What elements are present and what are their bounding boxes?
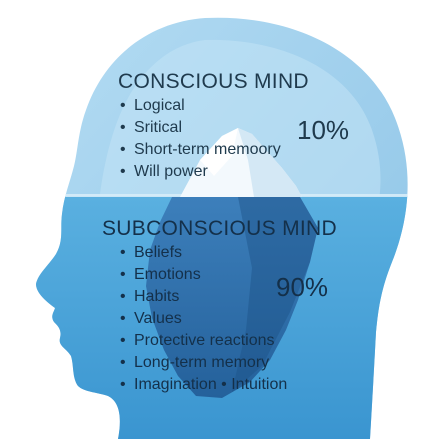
list-item: •Long-term memory [120,354,270,371]
list-item: •Beliefs [120,244,183,261]
conscious-percent: 10% [297,115,350,145]
subconscious-mind-title: SUBCONSCIOUS MIND [102,217,337,240]
conscious-mind-title: CONSCIOUS MIND [118,70,309,93]
subconscious-percent: 90% [276,272,329,302]
iceberg-underwater [146,197,318,398]
list-item: •Will power [120,163,208,180]
conscious-mind-list: •Logical •Sritical •Short-term memoory •… [120,98,281,186]
list-item: •Emotions [120,266,201,283]
list-item: •Sritical [120,119,183,136]
list-item: •Protective reactions [120,332,275,349]
subconscious-mind-list: •Beliefs •Emotions •Habits •Values •Prot… [120,245,287,399]
list-item: •Values [120,310,182,327]
list-item: •Imagination • Intuition [120,376,288,393]
list-item: •Logical [120,97,185,114]
list-item: •Habits [120,288,180,305]
list-item: •Short-term memoory [120,141,281,158]
